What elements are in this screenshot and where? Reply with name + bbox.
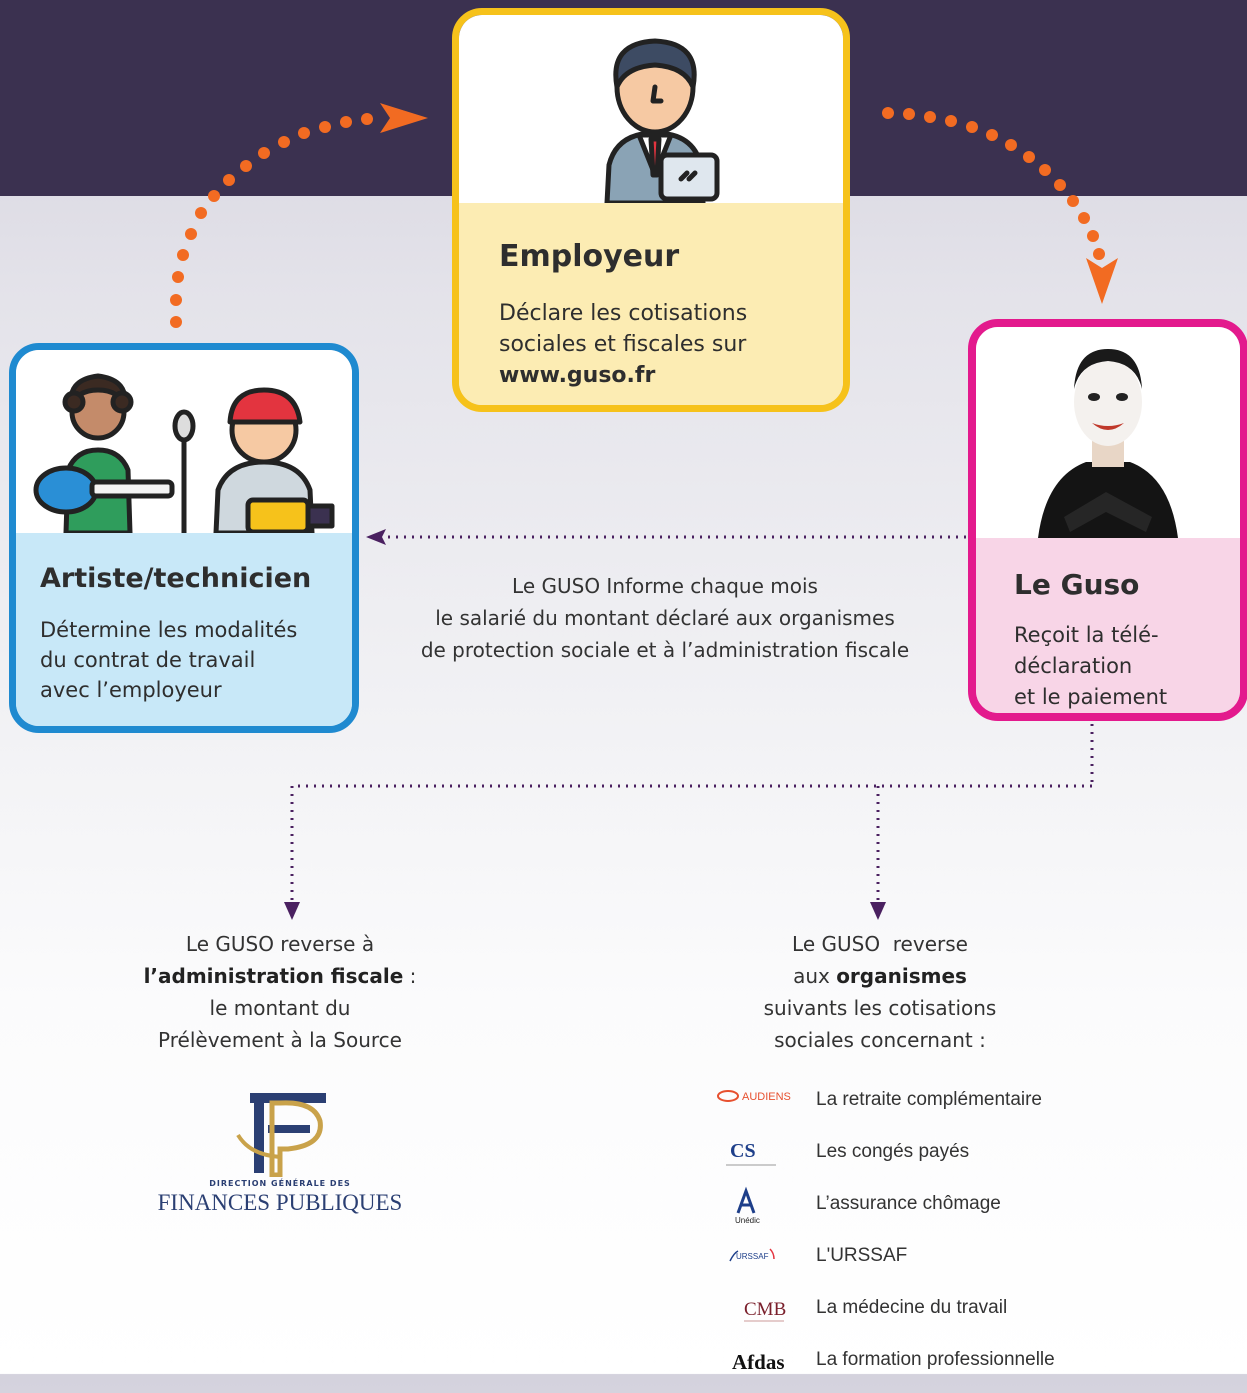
employer-illustration-area [459,15,843,206]
org-line-3: suivants les cotisations [763,996,997,1020]
guso-photo-area [976,327,1240,538]
mime-photo [1038,349,1178,538]
orange-arrow-artist-to-employer [170,103,428,328]
afdas-logo-text: Afdas [732,1350,785,1374]
purple-arrowhead-left [366,529,386,545]
organism-label: L’assurance chômage [816,1193,1001,1214]
artist-line-1: Détermine les modalités [40,618,298,642]
employer-title: Employeur [499,239,680,274]
organism-label: La formation professionnelle [816,1349,1055,1370]
employer-icon [604,38,720,206]
artist-description: Détermine les modalités du contrat de tr… [40,615,350,705]
organisms-list: AUDIENS La retraite complémentaire CS Le… [716,1081,1136,1393]
fiscal-line-3: le montant du [209,996,351,1020]
urssaf-logo: URSSAF [716,1237,804,1277]
guso-line-3: et le paiement [1014,685,1168,709]
org-line-1: Le GUSO reverse [792,932,968,956]
guso-line-2: déclaration [1014,654,1133,678]
audiens-logo-text: AUDIENS [742,1091,791,1103]
conges-spectacles-logo: CS [716,1133,804,1173]
org-line-4: sociales concernant : [774,1028,986,1052]
organism-label: Les congés payés [816,1141,970,1162]
list-item: AUDIENS La retraite complémentaire [716,1081,1136,1133]
unedic-logo: Unédic [716,1185,804,1225]
info-line-2: le salarié du montant déclaré aux organi… [435,606,895,630]
guso-description: Reçoit la télé- déclaration et le paieme… [1014,620,1234,713]
list-item: Unédic L’assurance chômage [716,1185,1136,1237]
artist-card: Artiste/technicien Détermine les modalit… [9,343,359,733]
afdas-logo: Afdas [716,1341,804,1381]
org-line-2-bold: organismes [836,964,967,988]
purple-arrowhead-down-right [870,902,886,920]
orange-arrow-employer-to-guso [882,107,1118,304]
employer-card: Employeur Déclare les cotisations social… [452,8,850,412]
unedic-logo-text: Unédic [735,1216,760,1225]
guso-line-1: Reçoit la télé- [1014,623,1159,647]
audiens-logo: AUDIENS [716,1081,804,1121]
artist-technician-icon [33,373,335,536]
dgfip-name: FINANCES PUBLIQUES [157,1190,403,1215]
urssaf-logo-text: URSSAF [736,1252,769,1261]
employer-site-link[interactable]: www.guso.fr [499,363,656,388]
organism-label: L'URSSAF [816,1245,908,1266]
employer-description: Déclare les cotisations sociales et fisc… [499,298,819,391]
guso-text-area: Le Guso Reçoit la télé- déclaration et l… [976,538,1240,713]
dgfip-emblem [236,1093,326,1177]
fiscal-transfer-text: Le GUSO reverse à l’administration fisca… [100,928,460,1056]
info-line-1: Le GUSO Informe chaque mois [512,574,818,598]
info-line-3: de protection sociale et à l’administrat… [420,638,910,662]
guso-title: Le Guso [1014,568,1140,601]
fiscal-bold-suffix: : [403,964,417,988]
guso-card: Le Guso Reçoit la télé- déclaration et l… [968,319,1247,721]
artist-line-2: du contrat de travail [40,648,256,672]
artist-title: Artiste/technicien [40,563,312,594]
employer-text-area: Employeur Déclare les cotisations social… [459,203,843,405]
org-line-2-prefix: aux [793,964,837,988]
artist-illustration-area [16,350,352,536]
purple-dotted-distribution [290,724,1094,900]
employer-line-2: sociales et fiscales sur [499,332,747,357]
list-item: URSSAF L'URSSAF [716,1237,1136,1289]
dgfip-subtitle: DIRECTION GÉNÉRALE DES [209,1179,351,1188]
monthly-info-text: Le GUSO Informe chaque mois le salarié d… [380,570,950,666]
organism-label: La retraite complémentaire [816,1089,1042,1110]
fiscal-line-1: Le GUSO reverse à [185,932,375,956]
organisms-transfer-text: Le GUSO reverse aux organismes suivants … [700,928,1060,1056]
list-item: CMB La médecine du travail [716,1289,1136,1341]
dgfip-logo: DIRECTION GÉNÉRALE DES FINANCES PUBLIQUE… [130,1085,430,1225]
list-item: CS Les congés payés [716,1133,1136,1185]
cmb-logo: CMB [716,1289,804,1329]
organism-label: La médecine du travail [816,1297,1008,1318]
artist-text-area: Artiste/technicien Détermine les modalit… [16,533,352,726]
cmb-logo-text: CMB [744,1299,786,1320]
employer-line-1: Déclare les cotisations [499,301,748,326]
fiscal-line-4: Prélèvement à la Source [158,1028,402,1052]
purple-arrowhead-down-left [284,902,300,920]
artist-line-3: avec l’employeur [40,678,222,702]
fiscal-bold: l’administration fiscale [143,964,404,988]
list-item: Afdas La formation professionnelle [716,1341,1136,1393]
conges-logo-text: CS [730,1140,756,1162]
